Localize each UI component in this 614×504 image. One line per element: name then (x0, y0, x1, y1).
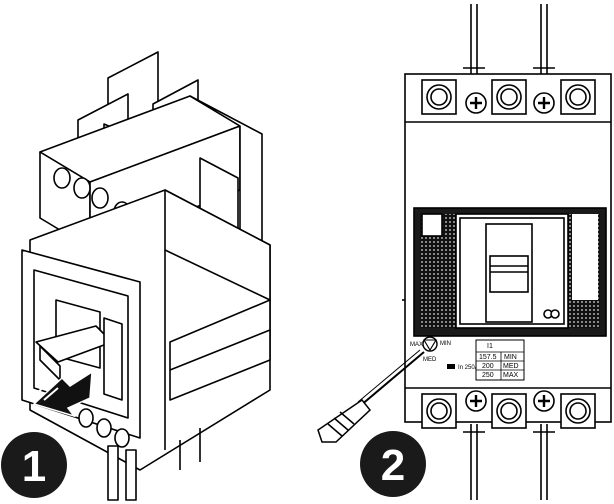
breaker-isometric (21, 51, 271, 501)
screw-icon (538, 395, 550, 407)
step-2-number: 2 (381, 441, 405, 490)
step-1-badge: 1 (1, 432, 67, 498)
screw-icon (470, 395, 482, 407)
step-1-number: 1 (22, 442, 46, 491)
current-settings-table: I1 157.5 MIN 200 MED 250 MAX (475, 339, 525, 381)
rating-text: In 250A (458, 365, 479, 371)
screw-icon (470, 97, 482, 109)
bottom-terminal-row (421, 390, 596, 429)
setting-label-max: MAX (503, 372, 519, 379)
step-2-badge: 2 (360, 431, 426, 497)
screwdriver-icon (317, 349, 425, 443)
rating-label: In 250A (447, 364, 479, 371)
lower-terminal-row (78, 408, 201, 501)
setting-value-max: 250 (482, 372, 494, 379)
setting-header: I1 (487, 343, 493, 350)
top-busbars (463, 4, 555, 80)
dial-label-max: MAX (410, 342, 423, 348)
dial-label-min: MIN (440, 341, 451, 347)
setting-value-min: 157.5 (479, 354, 497, 361)
setting-label-med: MED (503, 363, 519, 370)
current-setting-dial[interactable]: MAX MIN MED (410, 336, 451, 363)
dial-pointer-icon (423, 339, 437, 352)
dial-label-med: MED (423, 357, 437, 363)
top-terminal-row (421, 79, 596, 115)
setting-value-med: 200 (482, 363, 494, 370)
screw-icon (538, 97, 550, 109)
bottom-busbars (463, 424, 555, 500)
setting-label-min: MIN (504, 354, 517, 361)
breaker-front (402, 4, 612, 500)
push-arrow-icon (32, 370, 93, 418)
